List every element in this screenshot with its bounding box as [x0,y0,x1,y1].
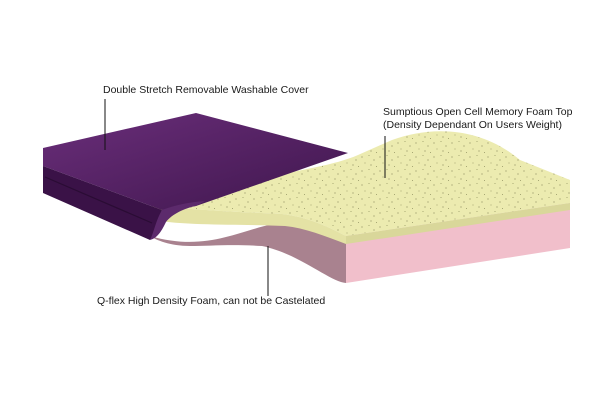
base-foam-side-face [150,222,346,283]
base-foam-front-face [346,203,570,283]
label-memory-foam-top-line2: (Density Dependant On Users Weight) [383,119,562,131]
memory-foam-speckles [152,131,570,236]
label-cover: Double Stretch Removable Washable Cover [103,84,309,96]
memory-foam-side-face [152,205,346,244]
cover-seam-line [44,176,153,224]
cover-top-surface [43,113,348,210]
label-memory-foam-top: Sumptious Open Cell Memory Foam Top (Den… [383,106,572,132]
cover-front-edge [43,166,162,240]
memory-foam-front-face [346,203,570,244]
cover-flap-curl [150,201,205,240]
label-base-foam: Q-flex High Density Foam, can not be Cas… [97,295,326,307]
label-memory-foam-top-line1: Sumptious Open Cell Memory Foam Top [383,106,573,118]
